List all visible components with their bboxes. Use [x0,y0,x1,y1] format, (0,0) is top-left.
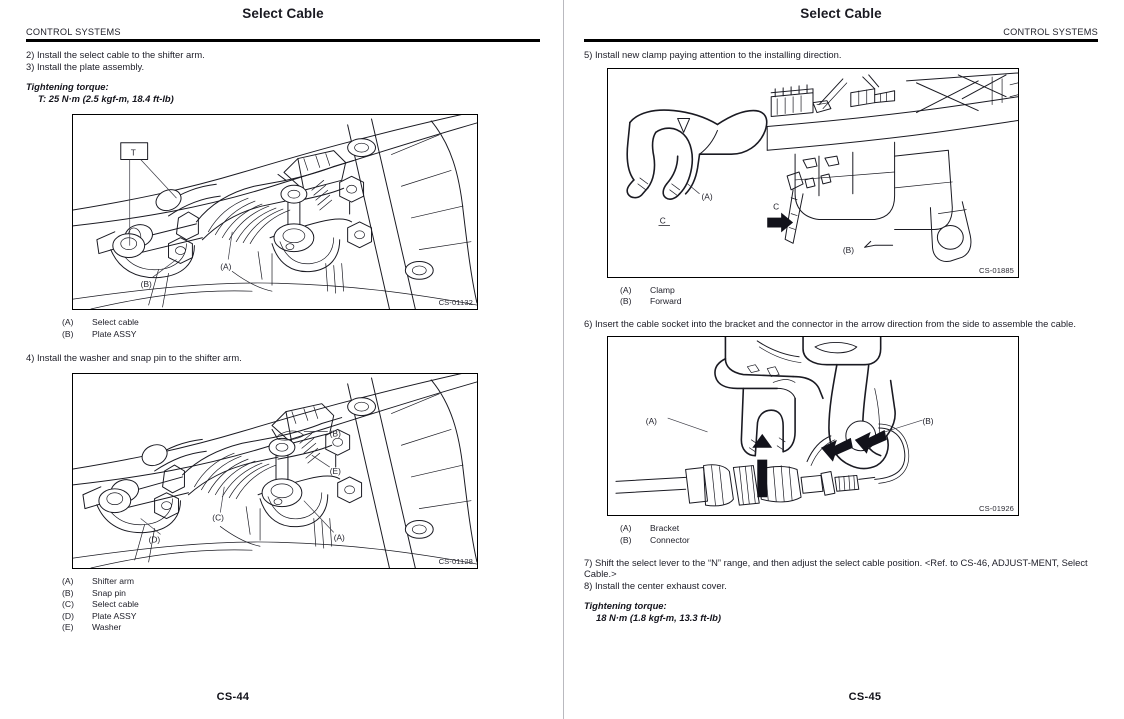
legend-label: Washer [92,622,122,633]
step-7-8: 7) Shift the select lever to the “N” ran… [584,557,1098,592]
step-7-text: 7) Shift the select lever to the “N” ran… [584,556,1088,580]
figure-1-drawing: T (A) (B) [73,115,477,310]
torque-callout-label: T [131,148,136,158]
legend-item: (B) Forward [620,296,1098,308]
legend-figure-1: (A) Select cable (B) Plate ASSY [62,317,540,340]
legend-figure-2: (A) Shifter arm (B) Snap pin (C) Select … [62,576,540,634]
direction-mark-c-right: C [773,201,779,211]
legend-label: Bracket [650,523,680,534]
step-2-text: 2) Install the select cable to the shift… [26,49,205,60]
section-label-left: CONTROL SYSTEMS [26,27,121,37]
callout-a-figure-1: (A) [220,262,231,272]
torque-value-left: T: 25 N·m (2.5 kgf-m, 18.4 ft-lb) [38,93,174,105]
torque-value-right: 18 N·m (1.8 kgf-m, 13.3 ft-lb) [596,612,722,624]
page-gutter-divider [563,0,564,719]
legend-key: (A) [620,284,632,295]
torque-block-right: Tightening torque: 18 N·m (1.8 kgf-m, 13… [584,600,1098,624]
torque-label-left: Tightening torque: [26,81,109,93]
step-3-text: 3) Install the plate assembly. [26,60,145,72]
torque-label-right: Tightening torque: [584,600,667,612]
legend-item: (A) Bracket [620,523,1098,535]
step-5: 5) Install new clamp paying attention to… [584,49,1098,61]
legend-key: (B) [620,296,632,307]
step-2: 2) Install the select cable to the shift… [26,49,540,72]
step-8-text: 8) Install the center exhaust cover. [584,579,727,591]
callout-e-figure-2: (E) [330,466,341,476]
legend-item: (B) Snap pin [62,588,540,600]
figure-4-drawing: (A) (B) [615,337,934,507]
legend-figure-4: (A) Bracket (B) Connector [620,523,1098,546]
legend-item: (A) Clamp [620,285,1098,297]
callout-b-figure-4: (B) [922,416,933,426]
legend-label: Plate ASSY [92,610,137,621]
legend-item: (C) Select cable [62,599,540,611]
callout-a-figure-2: (A) [334,532,345,542]
figure-4-code: CS-01926 [979,504,1014,514]
legend-label: Snap pin [92,587,126,598]
legend-label: Select cable [92,599,139,610]
legend-label: Clamp [650,284,675,295]
section-label-right: CONTROL SYSTEMS [1003,27,1098,37]
torque-callout-box [120,142,149,161]
legend-item: (D) Plate ASSY [62,611,540,623]
step-5-text: 5) Install new clamp paying attention to… [584,49,842,60]
legend-label: Connector [650,534,690,545]
callout-b-figure-1: (B) [141,279,152,289]
header-rule-left [26,39,540,42]
folio-left: CS-44 [216,691,250,703]
callout-c-figure-2: (C) [212,512,224,522]
page-cs-44: Select Cable CONTROL SYSTEMS 2) Install … [26,6,540,703]
figure-bracket-connector: (A) (B) CS-01926 [607,336,1019,517]
figure-2-code: CS-01128 [438,556,473,566]
legend-label: Shifter arm [92,575,135,586]
step-6: 6) Insert the cable socket into the brac… [584,318,1098,330]
callout-d-figure-2: (D) [149,534,161,544]
legend-key: (B) [62,587,74,598]
callout-a-figure-4: (A) [646,416,657,426]
legend-label: Select cable [92,317,139,328]
callout-b-figure-3: (B) [843,245,854,255]
legend-item: (B) Connector [620,535,1098,547]
step-6-text: 6) Insert the cable socket into the brac… [584,317,1076,329]
figure-1-code: CS-01132 [438,298,473,308]
figure-3-code: CS-01885 [979,265,1014,275]
step-4: 4) Install the washer and snap pin to th… [26,352,540,364]
callout-b-figure-2: (B) [330,428,341,438]
legend-key: (A) [62,575,74,586]
legend-label: Plate ASSY [92,328,137,339]
page-cs-45: Select Cable CONTROL SYSTEMS 5) Install … [562,0,1124,719]
legend-key: (C) [62,599,74,610]
legend-item: (B) Plate ASSY [62,329,540,341]
figure-3-drawing: (A) C [626,72,1018,262]
legend-key: (A) [62,317,74,328]
torque-block-left: Tightening torque: T: 25 N·m (2.5 kgf-m,… [26,81,540,105]
legend-key: (B) [620,534,632,545]
figure-washer-snap-pin: (B) (E) (A) (C) (D) CS-01128 [72,372,478,569]
direction-mark-c-left: C [660,215,666,225]
page-title-left: Select Cable [242,6,324,21]
legend-key: (A) [620,523,632,534]
legend-item: (A) Shifter arm [62,576,540,588]
page-title-right: Select Cable [800,6,882,21]
legend-item: (A) Select cable [62,317,540,329]
legend-key: (D) [62,610,74,621]
legend-figure-3: (A) Clamp (B) Forward [620,285,1098,308]
legend-key: (B) [62,328,74,339]
folio-right: CS-45 [848,691,882,703]
legend-key: (E) [62,622,74,633]
step-4-text: 4) Install the washer and snap pin to th… [26,352,242,364]
legend-item: (E) Washer [62,622,540,634]
callout-a-figure-3: (A) [702,191,713,201]
figure-clamp-install: (A) C [607,67,1019,278]
legend-label: Forward [650,296,682,307]
header-rule-right [584,39,1098,42]
figure-2-drawing: (B) (E) (A) (C) (D) [73,373,477,568]
figure-select-cable-install: T (A) (B) CS-01132 [72,114,478,311]
